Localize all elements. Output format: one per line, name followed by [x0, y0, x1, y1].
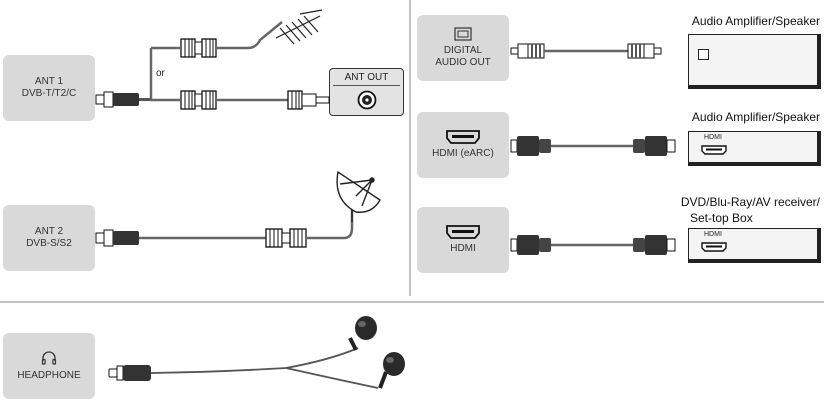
- digital-audio-port-panel: DIGITAL AUDIO OUT: [417, 15, 509, 81]
- hdmi-earc-plug-left: [510, 136, 551, 156]
- earbud-lower: [378, 352, 405, 389]
- optical-plug-right: [627, 43, 662, 59]
- hdmi-earc-plug-right: [633, 136, 676, 156]
- hdmi-port-panel: HDMI: [417, 207, 509, 273]
- ant2-label: ANT 2: [34, 226, 64, 237]
- optical-port-icon: [454, 27, 472, 41]
- audio-amplifier-device-2: HDMI: [688, 131, 821, 166]
- audio-amplifier-device-1: [688, 34, 821, 89]
- coax-socket-icon: [357, 90, 377, 110]
- ant-out-box: ANT OUT: [329, 68, 404, 116]
- audio-amplifier-label-2: Audio Amplifier/Speaker: [691, 110, 820, 124]
- hdmi-port-icon: [446, 130, 480, 144]
- headphone-port-panel: HEADPHONE: [3, 333, 95, 399]
- hdmi-badge: HDMI: [704, 134, 722, 141]
- hdmi-socket-icon: [701, 145, 727, 155]
- hdmi-plug-left: [510, 235, 551, 255]
- satellite-coupler: [265, 228, 307, 248]
- hdmi-socket-icon: [701, 242, 727, 252]
- headphone-cable: [150, 367, 287, 374]
- hdmi-plug-right: [633, 235, 676, 255]
- ant-out-label: ANT OUT: [344, 72, 389, 83]
- hdmi-earc-port-panel: HDMI (eARC): [417, 112, 509, 178]
- aerial-antenna-icon: [275, 9, 323, 45]
- digital-audio-sublabel: AUDIO OUT: [435, 57, 491, 68]
- ant1-rf-connector: [95, 91, 150, 108]
- ant2-f-connector: [95, 229, 139, 247]
- hdmi-badge: HDMI: [704, 231, 722, 238]
- hdmi-port-icon: [446, 225, 480, 239]
- ant1-port-panel: ANT 1 DVB-T/T2/C: [3, 55, 95, 121]
- headphone-icon: [41, 351, 57, 365]
- satellite-cable: [306, 210, 354, 240]
- satellite-dish-icon: [336, 170, 381, 222]
- headphone-label: HEADPHONE: [17, 370, 81, 381]
- hdmi-label: HDMI: [450, 243, 476, 254]
- antout-coupler: [180, 90, 217, 110]
- hdmi-earc-label: HDMI (eARC): [432, 148, 494, 159]
- ant1-label: ANT 1: [34, 76, 64, 87]
- headphone-jack-plug: [108, 365, 151, 381]
- digital-audio-label: DIGITAL: [443, 45, 483, 56]
- ant2-port-panel: ANT 2 DVB-S/S2: [3, 205, 95, 271]
- ant2-sublabel: DVB-S/S2: [26, 238, 72, 249]
- dvd-receiver-label-line2: Set-top Box: [690, 211, 753, 225]
- audio-amplifier-label-1: Audio Amplifier/Speaker: [691, 14, 820, 28]
- earbud-upper: [348, 316, 377, 351]
- or-label: or: [156, 68, 165, 79]
- ant1-sublabel: DVB-T/T2/C: [21, 88, 77, 99]
- antout-plug: [287, 90, 330, 110]
- aerial-cable: [216, 21, 283, 50]
- dvd-receiver-label-line1: DVD/Blu-Ray/AV receiver/: [680, 195, 820, 209]
- optical-input-jack: [698, 49, 709, 60]
- optical-plug-left: [510, 43, 545, 59]
- aerial-coupler: [180, 38, 217, 58]
- dvd-receiver-device: HDMI: [688, 228, 821, 263]
